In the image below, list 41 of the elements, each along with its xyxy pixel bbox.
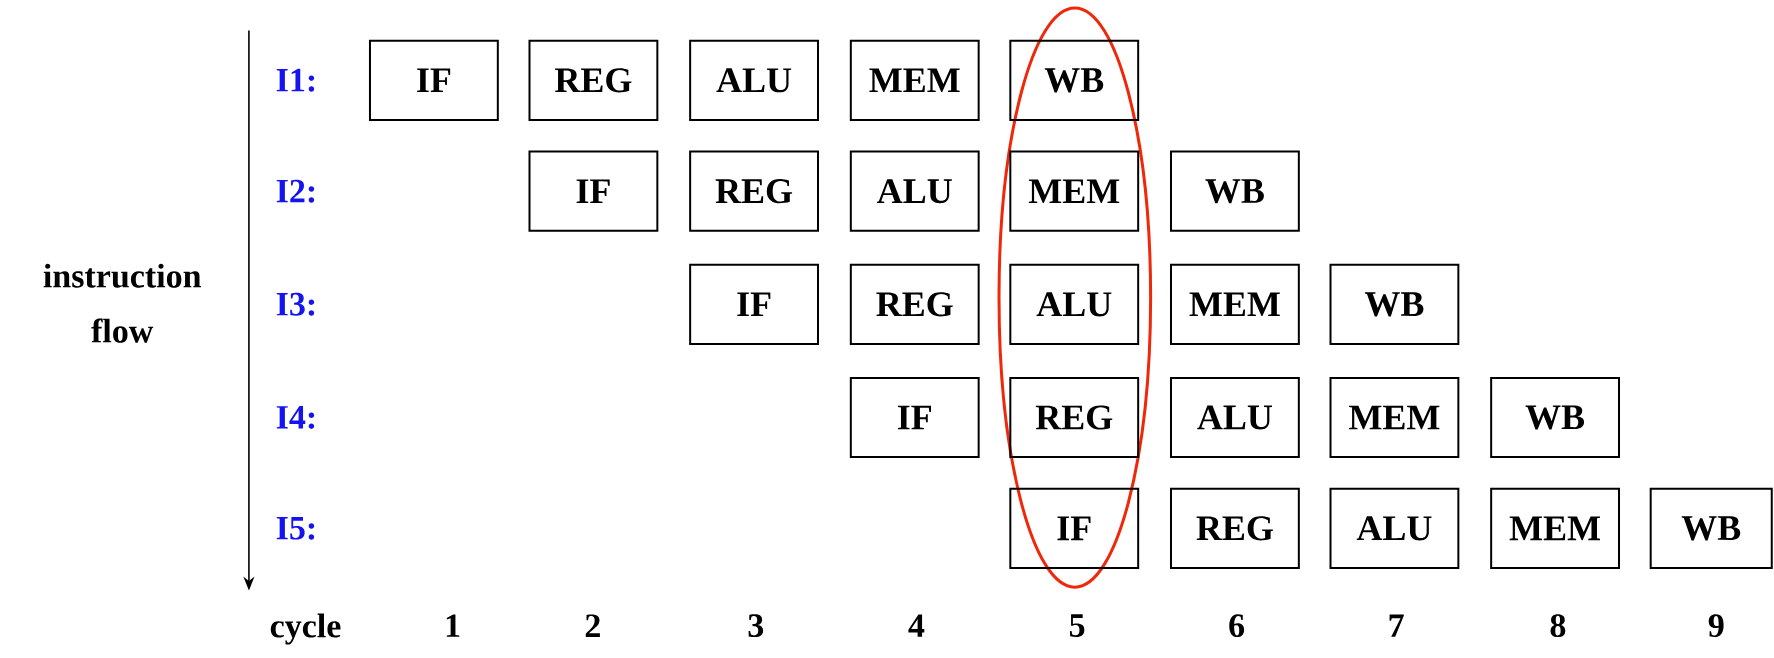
stage-box: ALU — [1009, 263, 1140, 345]
stage-box: REG — [689, 150, 819, 232]
stage-box: MEM — [849, 39, 980, 121]
stage-box: ALU — [689, 39, 819, 121]
instruction-label: I2: — [276, 179, 315, 203]
stage-box: IF — [368, 39, 499, 121]
cycle-number: 4 — [908, 614, 925, 637]
stage-box: WB — [1490, 376, 1620, 459]
stage-box: WB — [1329, 263, 1460, 345]
stage-box: IF — [1009, 487, 1140, 569]
stage-box: MEM — [1329, 376, 1460, 459]
stage-box: REG — [528, 39, 659, 121]
instruction-label: I5: — [276, 516, 315, 540]
stage-box: ALU — [849, 150, 980, 232]
instruction-label: I1: — [276, 68, 315, 92]
cycle-number: 8 — [1550, 614, 1566, 638]
instruction-label: I3: — [276, 292, 315, 316]
stage-box: REG — [1009, 376, 1140, 459]
stage-box: IF — [849, 376, 980, 459]
label-text: instruction flow — [43, 263, 202, 343]
stage-box: WB — [1009, 39, 1140, 121]
cycle-number: 9 — [1708, 614, 1724, 638]
cycle-number: 5 — [1069, 614, 1085, 637]
stage-box: WB — [1649, 487, 1773, 569]
instruction-label: I4: — [276, 406, 315, 429]
stage-box: ALU — [1170, 376, 1300, 459]
stage-box: REG — [1170, 487, 1300, 569]
axis-label: cycle — [270, 613, 341, 645]
cycle-number: 2 — [585, 614, 600, 637]
stage-box: IF — [528, 150, 659, 232]
stage-box: MEM — [1490, 487, 1620, 569]
stage-box: WB — [1170, 150, 1300, 232]
stage-box: IF — [689, 263, 819, 345]
stage-box: MEM — [1170, 263, 1300, 345]
cycle-number: 7 — [1389, 614, 1404, 637]
stage-box: MEM — [1009, 150, 1140, 232]
stage-box: ALU — [1329, 487, 1460, 569]
cycle-number: 3 — [748, 614, 764, 638]
cycle-number: 1 — [446, 614, 460, 637]
cycle-number: 6 — [1229, 614, 1245, 638]
stage-box: REG — [849, 263, 980, 345]
